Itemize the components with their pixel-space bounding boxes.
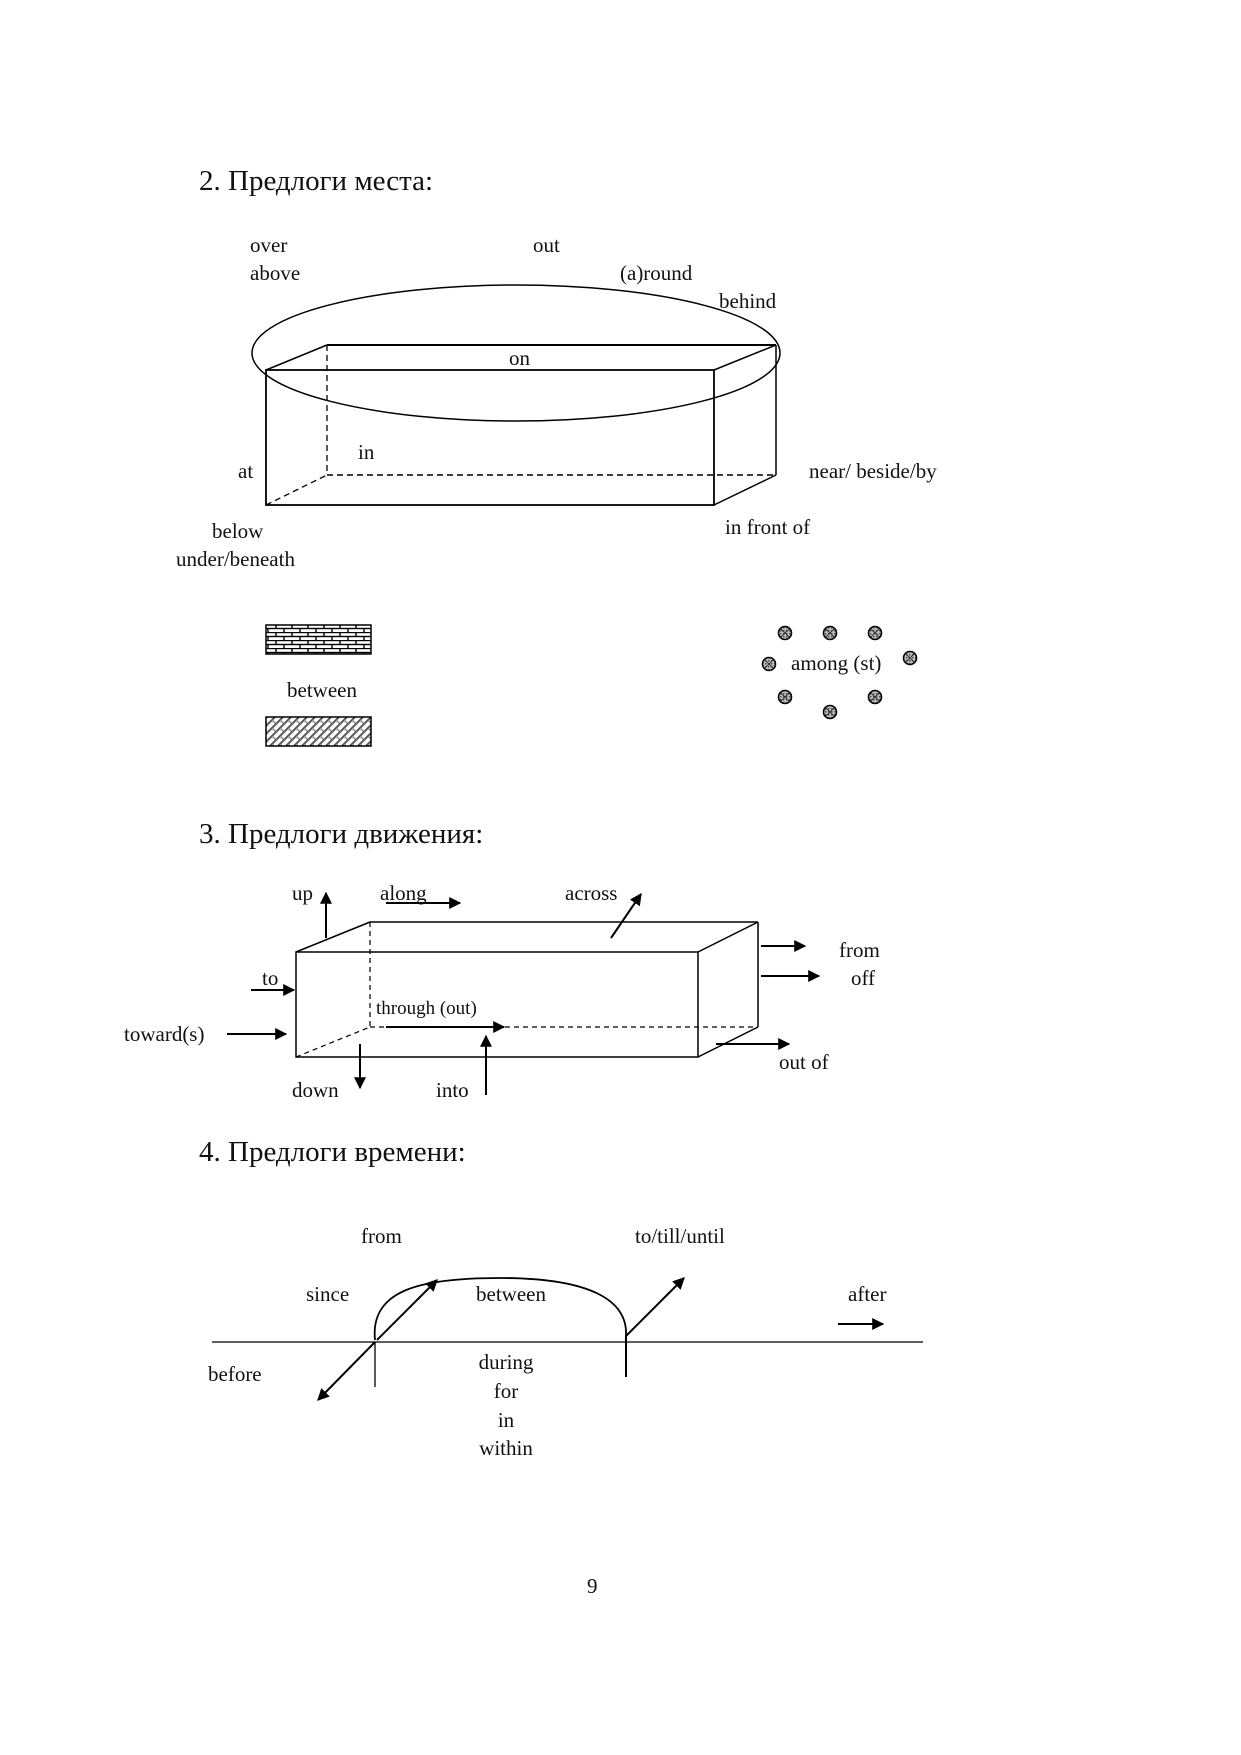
label-along: along bbox=[380, 881, 427, 905]
pattern-block-bottom bbox=[265, 716, 372, 747]
label-under-beneath: under/beneath bbox=[176, 547, 295, 571]
among-dots bbox=[761, 625, 918, 720]
label-out-of: out of bbox=[779, 1050, 829, 1074]
label-on: on bbox=[509, 346, 530, 370]
label-out: out bbox=[533, 233, 560, 257]
label-for: for bbox=[493, 1379, 519, 1403]
motion-arrows bbox=[227, 891, 821, 1095]
label-across: across bbox=[565, 881, 618, 905]
label-behind: behind bbox=[719, 289, 777, 313]
label-over: over bbox=[250, 233, 288, 257]
label-between: between bbox=[287, 678, 357, 702]
place-box-diagram bbox=[251, 284, 781, 506]
label-below: below bbox=[212, 519, 264, 543]
till-arrow-icon bbox=[625, 1277, 685, 1337]
label-down: down bbox=[292, 1078, 339, 1102]
around-ellipse bbox=[251, 284, 781, 422]
label-at: at bbox=[238, 459, 254, 483]
label-within: within bbox=[479, 1436, 533, 1460]
label-between: between bbox=[476, 1282, 546, 1306]
label-to: to bbox=[262, 966, 279, 990]
box-front-face bbox=[265, 369, 715, 506]
label-to-till-until: to/till/until bbox=[635, 1224, 725, 1248]
across-arrow-icon bbox=[610, 893, 642, 939]
label-from: from bbox=[839, 938, 880, 962]
label-since: since bbox=[306, 1282, 350, 1306]
motion-box-front bbox=[295, 951, 699, 1058]
page-number: 9 bbox=[587, 1574, 598, 1598]
label-through: through (out) bbox=[376, 998, 477, 1019]
between-arc bbox=[373, 1277, 627, 1341]
label-from: from bbox=[361, 1224, 402, 1248]
brick-block-top bbox=[265, 624, 372, 655]
label-near-beside-by: near/ beside/by bbox=[809, 459, 937, 483]
heading-motion: 3. Предлоги движения: bbox=[199, 818, 484, 850]
label-among: among (st) bbox=[791, 651, 882, 675]
label-above: above bbox=[250, 261, 301, 285]
label-in: in bbox=[358, 440, 375, 464]
heading-place: 2. Предлоги места: bbox=[199, 165, 434, 197]
label-off: off bbox=[851, 966, 876, 990]
label-in: in bbox=[497, 1408, 515, 1432]
label-towards: toward(s) bbox=[124, 1022, 205, 1046]
label-around: (a)round bbox=[620, 261, 693, 285]
heading-time: 4. Предлоги времени: bbox=[199, 1136, 466, 1168]
motion-box-diagram bbox=[295, 921, 759, 1058]
label-during: during bbox=[478, 1350, 534, 1374]
label-in-front-of: in front of bbox=[725, 515, 811, 539]
time-diagram bbox=[212, 1277, 923, 1401]
label-up: up bbox=[292, 881, 313, 905]
before-arrow-icon bbox=[317, 1341, 376, 1401]
from-arrow-icon bbox=[376, 1279, 438, 1341]
label-before: before bbox=[208, 1362, 262, 1386]
label-after: after bbox=[848, 1282, 887, 1306]
label-into: into bbox=[436, 1078, 469, 1102]
